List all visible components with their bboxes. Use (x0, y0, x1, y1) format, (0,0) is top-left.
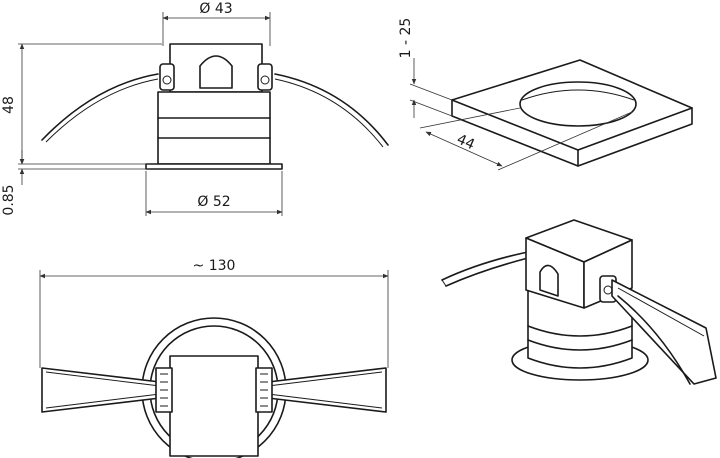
dim-label-height: 48 (1, 96, 17, 114)
dim-label-spring-span: ~ 130 (193, 258, 236, 274)
iso-cable-entry (539, 264, 559, 297)
dim-label-flange-thickness: 0.85 (1, 184, 17, 215)
left-spring-outer (41, 73, 159, 141)
cutout-plate-view: 1 - 25 44 (398, 18, 693, 171)
right-spring-outer (274, 73, 389, 146)
junction-box-bottom (169, 355, 259, 457)
left-clip (159, 63, 175, 91)
flange (145, 163, 283, 170)
right-clip (257, 63, 273, 91)
right-spring-wing (267, 367, 387, 413)
bottom-view: ~ 130 (39, 258, 389, 458)
cutout-hole (519, 81, 637, 127)
isometric-view (441, 219, 717, 385)
dim-label-top-width: Ø 43 (199, 1, 232, 17)
dim-label-cutout: 44 (454, 131, 477, 153)
dim-label-ceiling-thickness: 1 - 25 (398, 18, 414, 59)
iso-left-cable (441, 251, 529, 281)
dim-line-cutout (425, 131, 503, 167)
luminaire-body (157, 91, 271, 165)
left-spring-wing (41, 367, 161, 413)
iso-body (527, 289, 633, 369)
iso-right-spring (611, 279, 717, 385)
cable-entry (199, 55, 233, 89)
front-view: Ø 43 48 0.85 Ø 52 (1, 1, 389, 216)
dim-label-flange-diameter: Ø 52 (197, 194, 230, 210)
